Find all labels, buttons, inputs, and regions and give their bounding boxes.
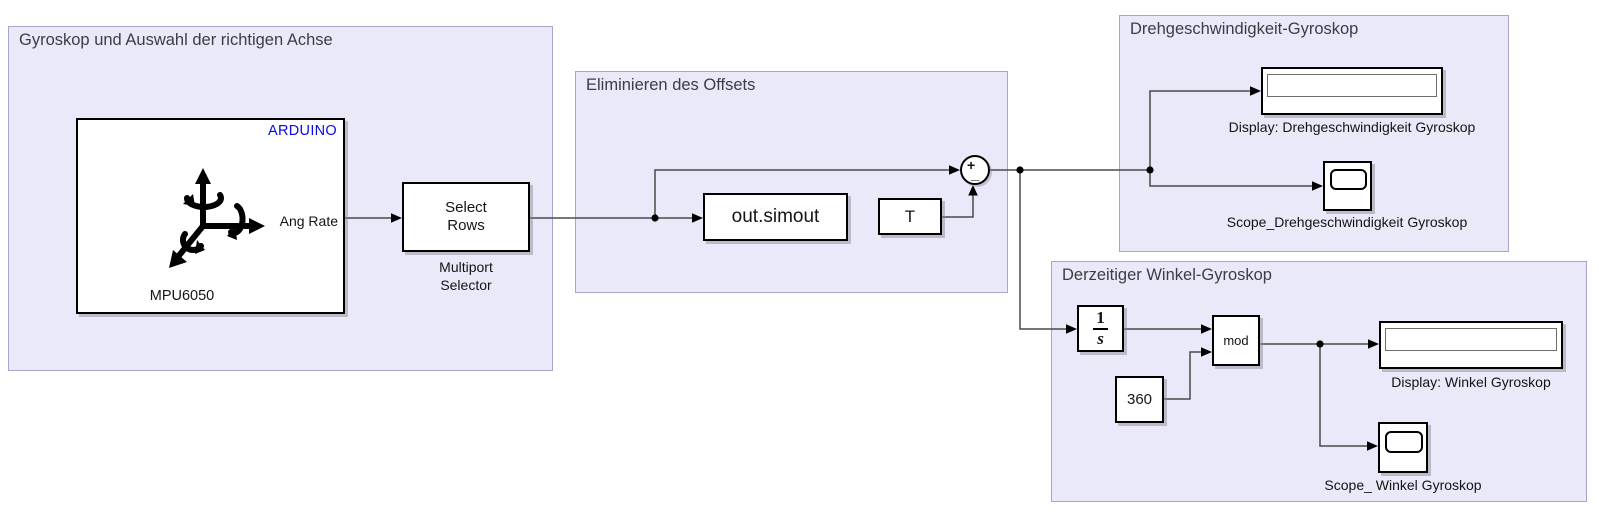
branch-point <box>1316 340 1324 348</box>
wire-360-to-mod[interactable] <box>1164 347 1212 400</box>
integrator-1-over-s-icon: 1 s <box>1093 308 1108 348</box>
display-readout-icon <box>1267 74 1437 97</box>
wire-to-scope-winkel[interactable] <box>1319 344 1378 451</box>
region-drehgeschwindigkeit[interactable]: Drehgeschwindigkeit-Gyroskop <box>1119 15 1509 252</box>
wire-mod-to-display-winkel[interactable] <box>1260 339 1379 349</box>
display-winkel-block[interactable] <box>1379 321 1563 369</box>
output-port-label: Ang Rate <box>279 213 338 229</box>
multiport-selector-text: Select Rows <box>445 199 487 234</box>
constant-t-block[interactable]: T <box>878 198 942 235</box>
out-simout-block[interactable]: out.simout <box>703 193 848 241</box>
constant-360-block[interactable]: 360 <box>1115 376 1164 423</box>
scope-screen-icon <box>1385 431 1423 453</box>
wire-to-display-drehgeschwindigkeit[interactable] <box>1149 86 1261 170</box>
scope-drehgeschwindigkeit-block[interactable] <box>1323 161 1372 211</box>
constant-360-text: 360 <box>1126 391 1153 408</box>
branch-point <box>651 214 659 222</box>
mpu6050-label: MPU6050 <box>149 288 215 304</box>
wire-t-to-sum-minus[interactable] <box>942 185 978 218</box>
mod-block[interactable]: mod <box>1212 315 1260 366</box>
constant-t-text: T <box>904 206 916 226</box>
region-title: Eliminieren des Offsets <box>586 76 756 94</box>
scope-winkel-block[interactable] <box>1378 422 1428 473</box>
display-drehgeschwindigkeit-label: Display: Drehgeschwindigkeit Gyroskop <box>1228 119 1476 135</box>
sum-plus-sign: + <box>967 157 976 173</box>
region-title: Drehgeschwindigkeit-Gyroskop <box>1130 20 1359 38</box>
display-winkel-label: Display: Winkel Gyroskop <box>1391 374 1551 390</box>
region-offset-eliminieren[interactable]: Eliminieren des Offsets <box>575 71 1008 293</box>
wire-to-integrator[interactable] <box>1019 170 1077 334</box>
display-drehgeschwindigkeit-block[interactable] <box>1261 67 1443 115</box>
wire-mpu-to-selector[interactable] <box>345 213 402 223</box>
branch-point <box>1016 166 1024 174</box>
scope-screen-icon <box>1330 169 1367 190</box>
scope-winkel-label: Scope_ Winkel Gyroskop <box>1324 477 1482 493</box>
region-winkel[interactable]: Derzeitiger Winkel-Gyroskop <box>1051 261 1587 502</box>
mpu6050-block[interactable]: ARDUINO Ang Rate MPU6050 <box>76 118 345 314</box>
scope-drehgeschwindigkeit-label: Scope_Drehgeschwindigkeit Gyroskop <box>1226 214 1468 230</box>
region-title: Derzeitiger Winkel-Gyroskop <box>1062 266 1272 284</box>
arduino-brand-label: ARDUINO <box>268 123 337 139</box>
branch-point <box>1146 166 1154 174</box>
integrator-block[interactable]: 1 s <box>1077 305 1124 352</box>
multiport-selector-block[interactable]: Select Rows <box>402 182 530 252</box>
sum-junction-icon[interactable]: + _ <box>960 155 990 185</box>
integrator-numerator: 1 <box>1093 308 1108 330</box>
display-readout-icon <box>1385 328 1557 351</box>
multiport-selector-label: Multiport Selector <box>439 259 493 293</box>
gyro-3axis-icon <box>169 168 265 268</box>
out-simout-text: out.simout <box>731 206 820 227</box>
wire-integrator-to-mod[interactable] <box>1124 324 1212 334</box>
wire-selector-to-simout[interactable] <box>530 213 703 223</box>
mod-text: mod <box>1223 333 1249 348</box>
region-title: Gyroskop und Auswahl der richtigen Achse <box>19 31 333 49</box>
integrator-denominator: s <box>1097 328 1104 348</box>
wire-branch-to-sum-plus[interactable] <box>654 165 960 218</box>
sum-minus-sign: _ <box>971 166 980 183</box>
wire-to-scope-drehgeschwindigkeit[interactable] <box>1149 170 1323 191</box>
